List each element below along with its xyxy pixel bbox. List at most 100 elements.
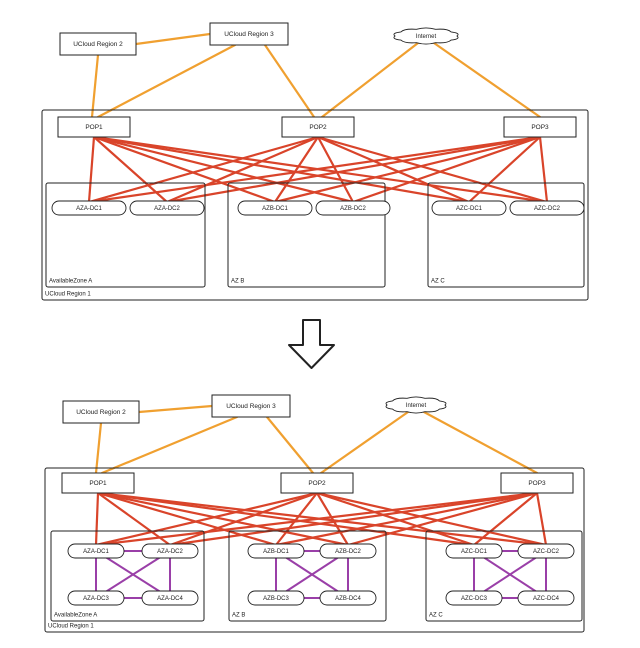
pop-dc-link	[274, 491, 539, 547]
pop-box	[280, 472, 354, 494]
pop-dc-link	[467, 135, 542, 204]
dc-label: AZC-DC1	[456, 206, 483, 212]
pop-dc-link	[92, 135, 277, 204]
uplink	[90, 53, 100, 119]
uplink	[422, 410, 539, 475]
pop-dc-link	[96, 491, 350, 547]
dc-node	[445, 590, 503, 606]
zone-box	[50, 530, 205, 622]
pop-dc-link	[92, 135, 355, 204]
dc-label: AZC-DC2	[533, 549, 560, 555]
region1-label: UCloud Region 1	[48, 624, 94, 630]
uplink	[319, 410, 410, 475]
dc-label: AZB-DC2	[340, 206, 366, 212]
pop-dc-link	[472, 491, 539, 547]
region1-box	[44, 467, 585, 633]
pop-dc-link	[92, 135, 169, 204]
region2-box	[62, 400, 140, 424]
dc-label: AZC-DC3	[461, 596, 488, 602]
dc-node	[517, 543, 575, 559]
pop-dc-link	[316, 135, 549, 204]
dc-label: AZB-DC1	[263, 549, 289, 555]
dc-node	[517, 590, 575, 606]
dc-node	[129, 200, 205, 216]
region2-label: UCloud Region 2	[76, 409, 126, 416]
pop-dc-link	[316, 135, 355, 204]
pop-dc-link	[96, 491, 278, 547]
uplink	[100, 415, 239, 475]
pop-dc-link	[96, 491, 476, 547]
dc-label: AZB-DC1	[262, 206, 288, 212]
zone-label: AZ C	[431, 279, 445, 285]
intra-az-link	[95, 550, 171, 599]
zone-label: AZ B	[231, 279, 244, 285]
pop-dc-link	[273, 135, 320, 204]
pop-label: POP1	[85, 124, 103, 131]
pop-dc-link	[94, 491, 319, 547]
pop-dc-link	[87, 135, 542, 204]
internet-label: Internet	[416, 34, 437, 40]
dc-node	[509, 200, 585, 216]
pop-dc-link	[315, 491, 548, 547]
intra-az-link	[473, 550, 547, 599]
pop-dc-link	[273, 135, 542, 204]
pop-dc-link	[538, 135, 549, 204]
internet-label: Internet	[406, 403, 427, 409]
dc-node	[247, 543, 305, 559]
region3-label: UCloud Region 3	[226, 403, 276, 410]
region2-label: UCloud Region 2	[73, 41, 123, 48]
pop-dc-link	[94, 491, 100, 547]
pop-dc-link	[87, 135, 96, 204]
dc-node	[141, 590, 199, 606]
dc-label: AZC-DC4	[533, 596, 560, 602]
pop-dc-link	[165, 135, 542, 204]
pop-dc-link	[87, 135, 320, 204]
dc-label: AZA-DC2	[154, 206, 180, 212]
uplink	[137, 404, 214, 414]
region1-label: UCloud Region 1	[45, 292, 91, 298]
dc-label: AZB-DC4	[335, 596, 361, 602]
zone-box	[427, 182, 585, 288]
dc-label: AZA-DC4	[157, 596, 183, 602]
region3-box	[211, 394, 291, 418]
internet-cloud-icon	[393, 27, 459, 45]
pop-dc-link	[316, 135, 471, 204]
pop-dc-link	[274, 491, 319, 547]
uplink	[96, 43, 237, 119]
dc-label: AZC-DC2	[534, 206, 561, 212]
uplink	[265, 415, 315, 475]
pop-label: POP2	[309, 124, 327, 131]
zone-label: AZ C	[429, 613, 443, 619]
dc-node	[67, 543, 125, 559]
dc-node	[431, 200, 507, 216]
pop-dc-link	[165, 135, 320, 204]
pop-dc-link	[92, 135, 471, 204]
dc-node	[247, 590, 305, 606]
pop-label: POP3	[531, 124, 549, 131]
pop-box	[503, 116, 577, 138]
pop-dc-link	[346, 491, 539, 547]
dc-label: AZC-DC1	[461, 549, 488, 555]
pop-dc-link	[315, 491, 476, 547]
down-arrow-icon	[288, 319, 335, 369]
pop-dc-link	[168, 491, 539, 547]
pop-dc-link	[351, 135, 542, 204]
dc-node	[315, 200, 391, 216]
uplink	[94, 421, 103, 475]
pop-box	[281, 116, 355, 138]
intra-az-link	[275, 550, 349, 599]
dc-node	[67, 590, 125, 606]
pop-dc-link	[535, 491, 548, 547]
zone-label: AvailableZone A	[54, 613, 97, 619]
bottom-links	[94, 404, 548, 599]
zone-box	[45, 182, 206, 288]
pop-dc-link	[168, 491, 319, 547]
internet-cloud-icon	[385, 396, 447, 414]
pop-dc-link	[315, 491, 350, 547]
dc-label: AZA-DC2	[157, 549, 183, 555]
dc-node	[51, 200, 127, 216]
